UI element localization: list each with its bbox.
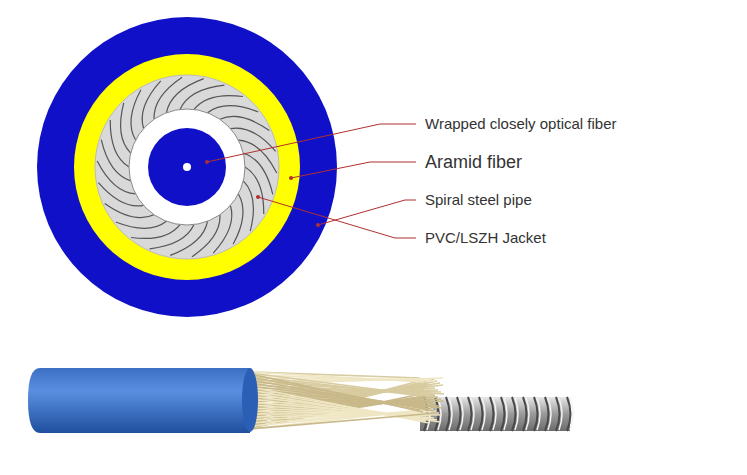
leader-lines: [205, 124, 416, 238]
pipe-bore: [129, 109, 245, 225]
part-label: Spiral steel pipe: [425, 192, 532, 207]
optical-fiber: [148, 128, 226, 206]
fiber-core: [183, 163, 191, 171]
steel-coils: [424, 397, 573, 431]
jacket-side: [28, 368, 250, 433]
steel-pipe: [95, 75, 279, 259]
aramid-strands: [250, 372, 444, 429]
aramid-layer: [74, 54, 300, 280]
pvc-jacket: [37, 17, 337, 317]
part-label: Aramid fiber: [425, 153, 522, 171]
jacket-end: [242, 368, 258, 432]
steel-spiral-lines: [97, 77, 277, 257]
steel-spiral-side: [420, 397, 570, 431]
fiber-strand: [560, 410, 692, 419]
part-label: Wrapped closely optical fiber: [425, 116, 616, 131]
part-label: PVC/LSZH Jacket: [425, 230, 546, 245]
